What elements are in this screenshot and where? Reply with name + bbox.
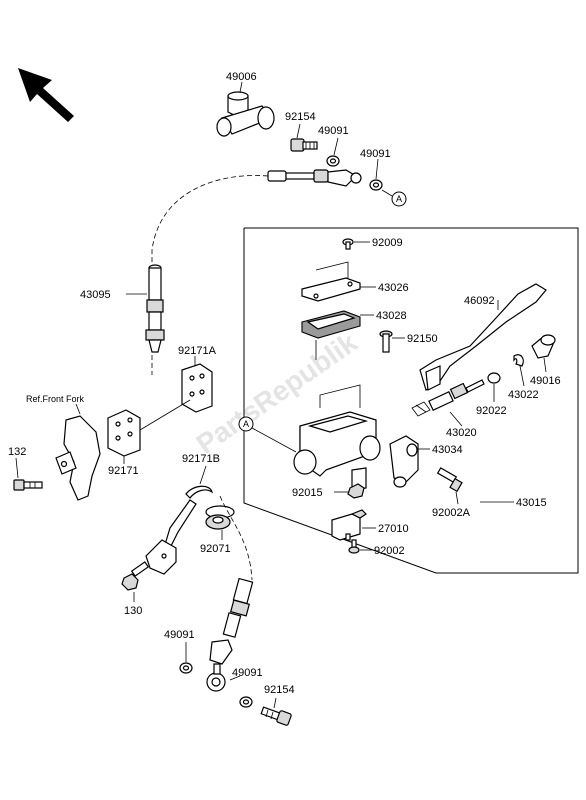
banjo-bolt-92154-top bbox=[290, 138, 318, 152]
marker-a-middle: A bbox=[238, 416, 297, 453]
front-fork-bracket bbox=[55, 415, 101, 501]
bolt-92150 bbox=[379, 330, 393, 353]
switch-27010 bbox=[331, 509, 367, 541]
diaphragm-43028 bbox=[301, 310, 361, 339]
nut-92015 bbox=[347, 483, 365, 499]
label-92002: 92002 bbox=[374, 545, 405, 557]
banjo-bolt-92154-lower bbox=[260, 706, 292, 726]
brake-hose-path bbox=[151, 175, 269, 265]
label-92171: 92171 bbox=[108, 465, 139, 477]
label-43028: 43028 bbox=[376, 310, 407, 322]
label-43020: 43020 bbox=[446, 427, 477, 439]
label-ref-front-fork: Ref.Front Fork bbox=[26, 394, 85, 404]
bolt-92002a bbox=[436, 467, 463, 493]
hose-guide-92171 bbox=[107, 409, 141, 457]
hose-upper-fitting bbox=[267, 169, 362, 187]
clip-92171b bbox=[185, 485, 213, 499]
label-49091-top-b: 49091 bbox=[360, 148, 391, 160]
label-27010: 27010 bbox=[378, 523, 409, 535]
label-46092: 46092 bbox=[464, 295, 495, 307]
grommet-92071 bbox=[205, 505, 235, 530]
hose-bracket-lower bbox=[145, 499, 197, 575]
brake-hose-lower-path bbox=[219, 495, 253, 581]
bolt-132 bbox=[13, 479, 43, 491]
label-92150: 92150 bbox=[407, 333, 438, 345]
marker-a-top: A bbox=[381, 189, 407, 207]
bolt-130 bbox=[121, 561, 150, 591]
hose-lower-fitting bbox=[206, 577, 254, 692]
screw-92002 bbox=[348, 539, 360, 554]
boot-49016 bbox=[531, 334, 556, 359]
clamp-43034 bbox=[389, 435, 419, 488]
svg-text:A: A bbox=[396, 194, 402, 204]
brake-hose-43095 bbox=[145, 264, 165, 353]
hose-guide-92171a bbox=[181, 363, 213, 413]
label-92002a: 92002A bbox=[432, 507, 471, 519]
label-92154-lower: 92154 bbox=[264, 684, 295, 696]
label-92071: 92071 bbox=[200, 543, 231, 555]
label-43026: 43026 bbox=[378, 282, 409, 294]
label-49016: 49016 bbox=[530, 375, 561, 387]
piston-kit-43020 bbox=[411, 379, 485, 417]
label-92022: 92022 bbox=[476, 405, 507, 417]
label-43034: 43034 bbox=[432, 444, 463, 456]
front-direction-arrow-icon bbox=[18, 68, 74, 122]
label-43095: 43095 bbox=[80, 289, 111, 301]
label-49091-lower-b: 49091 bbox=[232, 667, 263, 679]
label-130: 130 bbox=[124, 605, 142, 617]
label-43022: 43022 bbox=[508, 389, 539, 401]
label-92154-top: 92154 bbox=[285, 111, 316, 123]
label-49091-lower-a: 49091 bbox=[164, 629, 195, 641]
circlip-43022 bbox=[513, 354, 524, 367]
label-92009: 92009 bbox=[372, 237, 403, 249]
tee-fitting-49006 bbox=[216, 91, 275, 137]
label-132: 132 bbox=[8, 446, 26, 458]
screw-92009 bbox=[342, 238, 354, 250]
label-92171a: 92171A bbox=[178, 345, 217, 357]
label-49006: 49006 bbox=[226, 71, 257, 83]
label-92171b: 92171B bbox=[182, 453, 220, 465]
master-cylinder-body bbox=[293, 384, 381, 491]
label-43015: 43015 bbox=[516, 497, 547, 509]
washer-92022 bbox=[487, 372, 501, 384]
brake-lever-46092 bbox=[419, 283, 547, 391]
label-92015: 92015 bbox=[292, 487, 323, 499]
label-49091-top-a: 49091 bbox=[318, 125, 349, 137]
assembly-frame bbox=[243, 227, 579, 574]
svg-text:A: A bbox=[243, 419, 249, 429]
reservoir-cap-43026 bbox=[301, 277, 361, 302]
